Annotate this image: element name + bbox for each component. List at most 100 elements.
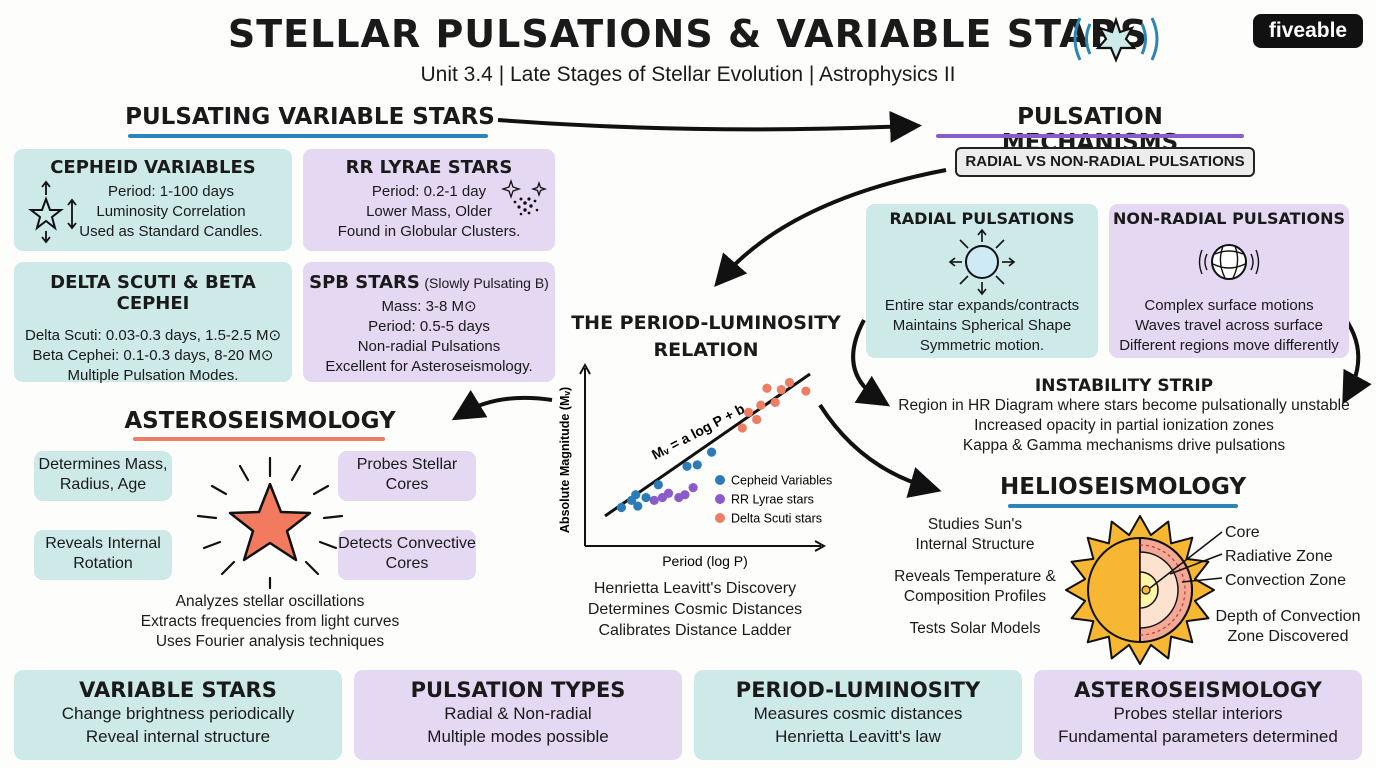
instability-strip-block: INSTABILITY STRIP Region in HR Diagram w… <box>880 376 1368 456</box>
footer-card-line: Reveal internal structure <box>85 727 271 746</box>
rr-lyrae-line: Found in Globular Clusters. <box>337 223 521 240</box>
legend-marker <box>715 475 725 485</box>
section-heading-helioseismology: HELIOSEISMOLOGY <box>1000 474 1246 500</box>
cepheid-line: Period: 1-100 days <box>108 183 234 200</box>
data-point <box>776 385 786 395</box>
radial-line: Symmetric motion. <box>919 337 1045 354</box>
arrow-to-plr <box>714 168 947 288</box>
data-point <box>641 492 651 503</box>
cepheid-line: Used as Standard Candles. <box>79 223 263 240</box>
helio-item: Tests Solar Models <box>909 620 1041 637</box>
astero-note: Analyzes stellar oscillations <box>175 593 365 610</box>
footer-card-period-luminosity: PERIOD-LUMINOSITY Measures cosmic distan… <box>694 670 1022 760</box>
spb-line: Non-radial Pulsations <box>357 338 501 355</box>
footer-card-pulsation-types: PULSATION TYPES Radial & Non-radial Mult… <box>354 670 682 760</box>
data-point <box>653 480 663 490</box>
footer-card-title: PERIOD-LUMINOSITY <box>735 678 981 702</box>
page-subtitle: Unit 3.4 | Late Stages of Stellar Evolut… <box>420 63 956 86</box>
data-point <box>784 377 795 388</box>
helio-note: Depth of Convection Zone Discovered <box>1215 608 1361 645</box>
spb-line: Excellent for Asteroseismology. <box>325 358 533 375</box>
radial-line: Entire star expands/contracts <box>884 297 1080 314</box>
heading-underline <box>128 134 488 138</box>
delta-scuti-line: Beta Cephei: 0.1-0.3 days, 8-20 M⊙ <box>32 347 274 364</box>
footer-card-variable-stars: VARIABLE STARS Change brightness periodi… <box>14 670 342 760</box>
plr-note: Determines Cosmic Distances <box>587 601 803 618</box>
pulsating-star-icon <box>1073 16 1159 63</box>
spb-card: SPB STARS (Slowly Pulsating B) Mass: 3-8… <box>303 262 555 382</box>
cepheid-card: CEPHEID VARIABLES Period: 1-100 days Lum… <box>14 149 292 251</box>
data-point <box>752 414 762 425</box>
rr-lyrae-card: RR LYRAE STARS Period: 0.2-1 day Lower M… <box>303 149 555 251</box>
footer-card-line: Measures cosmic distances <box>753 704 963 723</box>
cepheid-line: Luminosity Correlation <box>96 203 246 220</box>
helio-item: Reveals Temperature & Composition Profil… <box>894 568 1056 605</box>
spb-line: Mass: 3-8 M⊙ <box>381 298 477 315</box>
sun-label-radiative: Radiative Zone <box>1225 548 1333 565</box>
plr-note: Henrietta Leavitt's Discovery <box>593 580 797 597</box>
data-point <box>737 423 747 433</box>
astero-box-rotation: Reveals Internal Rotation <box>34 530 172 580</box>
rr-lyrae-title: RR LYRAE STARS <box>345 157 513 178</box>
star-radiating-icon <box>196 456 344 590</box>
helio-items: Studies Sun's Internal Structure Reveals… <box>890 515 1060 639</box>
data-point <box>663 488 674 498</box>
data-point <box>688 483 698 493</box>
instability-strip-line: Increased opacity in partial ionization … <box>974 417 1274 434</box>
data-point <box>770 397 780 407</box>
data-point <box>616 502 626 513</box>
arrow-to-helio <box>818 403 942 498</box>
heading-underline <box>133 437 385 441</box>
nonradial-pulsations-card: NON-RADIAL PULSATIONS Complex surface mo… <box>1109 204 1349 358</box>
data-point <box>707 447 717 457</box>
data-point <box>631 490 641 500</box>
section-heading-pulsating: PULSATING VARIABLE STARS <box>125 104 495 130</box>
radial-line: Maintains Spherical Shape <box>892 317 1072 334</box>
data-point <box>762 383 772 393</box>
expanding-sphere-icon <box>948 228 1016 296</box>
sun-layer-labels: Core Radiative Zone Convection Zone <box>1225 521 1375 593</box>
plr-title-line: RELATION <box>653 339 759 361</box>
sun-label-convection: Convection Zone <box>1225 572 1346 589</box>
astero-note: Uses Fourier analysis techniques <box>155 633 385 650</box>
astero-box-mass: Determines Mass, Radius, Age <box>34 451 172 501</box>
data-points <box>616 377 811 513</box>
page-title: STELLAR PULSATIONS & VARIABLE STARS <box>227 12 1149 56</box>
radial-pulsations-card: RADIAL PULSATIONS Entire star expands/co… <box>866 204 1098 358</box>
footer-card-title: PULSATION TYPES <box>410 678 626 702</box>
plr-notes: Henrietta Leavitt's Discovery Determines… <box>565 578 825 641</box>
period-luminosity-chart: Absolute Magnitude (Mᵥ) Period (log P) M… <box>558 362 832 569</box>
astero-box-text: Detects Convective Cores <box>338 535 476 572</box>
arrow-to-mechanisms <box>497 110 922 143</box>
heading-underline <box>936 134 1244 138</box>
delta-scuti-line: Delta Scuti: 0.03-0.3 days, 1.5-2.5 M⊙ <box>24 327 282 344</box>
astero-note: Extracts frequencies from light curves <box>140 613 400 630</box>
data-point <box>633 501 643 511</box>
spb-title-note: (Slowly Pulsating B) <box>424 275 549 291</box>
data-point <box>756 400 766 410</box>
legend-label: RR Lyrae stars <box>731 493 814 507</box>
astero-box-text: Determines Mass, Radius, Age <box>38 456 168 493</box>
data-point <box>801 386 811 396</box>
instability-strip-title: INSTABILITY STRIP <box>1034 376 1214 396</box>
data-point <box>680 490 690 500</box>
plr-title-line: THE PERIOD-LUMINOSITY <box>571 312 841 334</box>
spb-line: Period: 0.5-5 days <box>368 318 490 335</box>
plr-title-block: THE PERIOD-LUMINOSITY RELATION <box>570 310 842 364</box>
astero-box-cores: Probes Stellar Cores <box>338 451 476 501</box>
nonradial-line: Complex surface motions <box>1144 297 1314 314</box>
pulsing-star-icon <box>28 180 77 244</box>
astero-box-text: Reveals Internal Rotation <box>45 535 161 572</box>
rr-lyrae-line: Period: 0.2-1 day <box>371 183 487 200</box>
data-point <box>743 407 754 417</box>
y-axis-label: Absolute Magnitude (Mᵥ) <box>558 387 572 533</box>
footer-card-title: VARIABLE STARS <box>79 678 277 702</box>
radial-title: RADIAL PULSATIONS <box>889 209 1075 228</box>
wavy-sphere-icon <box>1198 244 1260 280</box>
footer-card-asteroseismology: ASTEROSEISMOLOGY Probes stellar interior… <box>1034 670 1362 760</box>
footer-card-line: Henrietta Leavitt's law <box>775 727 941 746</box>
sun-cross-section-icon <box>1065 515 1223 665</box>
delta-scuti-title: DELTA SCUTI & BETA CEPHEI <box>50 272 256 314</box>
